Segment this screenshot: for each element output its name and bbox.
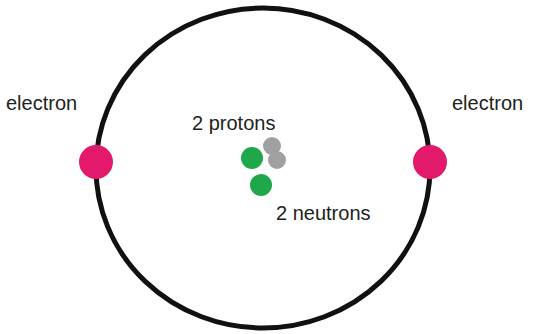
proton-label: 2 protons	[192, 112, 275, 134]
neutron-dot	[250, 174, 272, 196]
electron-orbit	[96, 8, 430, 328]
neutron-label: 2 neutrons	[276, 202, 371, 224]
electron-dot	[79, 145, 113, 179]
electron-label: electron	[6, 92, 77, 114]
neutron-dot	[241, 147, 263, 169]
proton-dot	[268, 151, 286, 169]
electron-label: electron	[452, 92, 523, 114]
electron-dot	[413, 145, 447, 179]
